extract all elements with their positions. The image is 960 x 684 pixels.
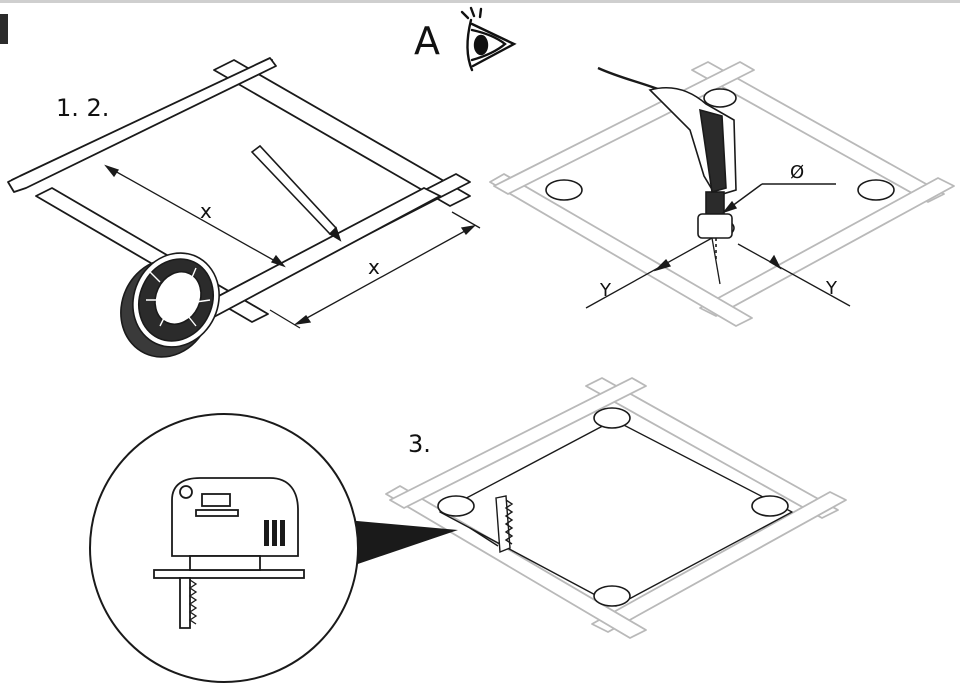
jigsaw-icon bbox=[153, 477, 305, 629]
pencil-icon bbox=[250, 144, 342, 242]
hole-right bbox=[857, 179, 895, 201]
hole-top bbox=[703, 88, 737, 108]
eye-icon bbox=[460, 6, 517, 72]
drill-icon bbox=[597, 66, 737, 262]
diameter-label: Ø bbox=[790, 162, 804, 183]
edge-mark bbox=[0, 14, 8, 44]
hole-top bbox=[593, 407, 631, 429]
dimension-y bbox=[585, 237, 851, 309]
callout-wedge bbox=[346, 520, 458, 568]
tape-roll-icon bbox=[120, 252, 220, 358]
dimension-x-top bbox=[104, 164, 286, 268]
saw-blade bbox=[469, 495, 514, 554]
dimension-y-right-label: Y bbox=[825, 278, 838, 299]
step-3-label: 3. bbox=[408, 430, 431, 458]
hole-left bbox=[545, 179, 583, 201]
cut-frame bbox=[385, 377, 847, 639]
dimension-x-bottom-label: x bbox=[368, 255, 380, 279]
hole-bottom bbox=[593, 585, 631, 607]
view-label: A bbox=[414, 19, 440, 63]
step-1-2-label: 1. 2. bbox=[56, 94, 109, 122]
dimension-x-top-label: x bbox=[200, 199, 212, 223]
hole-right bbox=[751, 495, 789, 517]
dimension-x-bottom bbox=[269, 211, 481, 329]
diameter-leader bbox=[721, 183, 836, 214]
cut-frame-holes bbox=[437, 407, 789, 607]
hole-left bbox=[437, 495, 475, 517]
dimension-y-left-label: Y bbox=[599, 280, 612, 301]
